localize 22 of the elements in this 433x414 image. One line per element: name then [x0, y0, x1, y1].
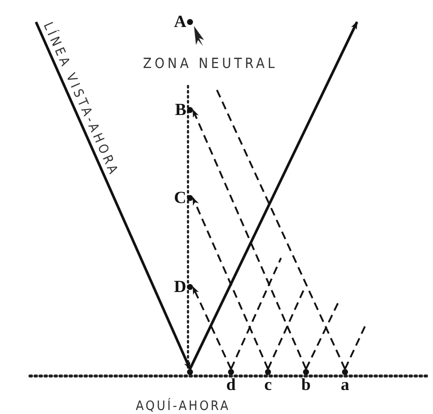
event-point: D [174, 277, 194, 297]
node-label: B [175, 100, 186, 119]
node-label: C [174, 188, 186, 207]
node-circle [303, 369, 309, 375]
arrow [188, 21, 358, 370]
event-point: A [174, 12, 194, 32]
event-point: B [175, 100, 194, 120]
region-label: ZONA NEUTRAL [143, 56, 278, 72]
arrow [34, 21, 192, 370]
node-label: A [174, 12, 186, 31]
arrow [192, 286, 232, 370]
event-point: C [174, 188, 194, 208]
dashed-line [230, 258, 282, 370]
node-circle [187, 369, 193, 375]
dashed-line [305, 302, 339, 370]
node-circle [342, 369, 348, 375]
arrow [192, 109, 307, 370]
node-circle [265, 369, 271, 375]
node-label: D [174, 277, 186, 296]
dashed-line [215, 88, 346, 370]
node-circle [228, 369, 234, 375]
arrow [192, 197, 269, 370]
